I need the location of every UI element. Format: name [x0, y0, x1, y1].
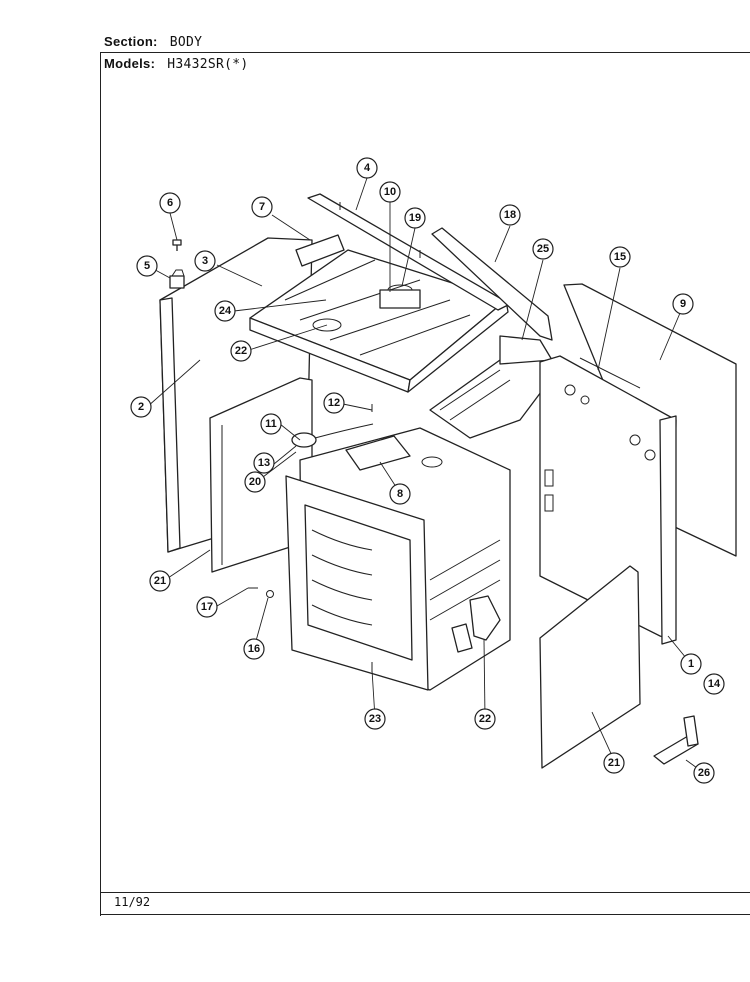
models-label: Models: [104, 56, 156, 71]
callout-2: 2 [130, 396, 152, 418]
vent-duct-part [429, 335, 553, 439]
callout-14: 14 [703, 673, 725, 695]
callout-6: 6 [159, 192, 181, 214]
upper-right-trim-part [431, 227, 553, 341]
oven-cavity-part [285, 427, 511, 691]
bottom-divider [100, 914, 750, 915]
section-value: BODY [169, 35, 203, 50]
callout-7: 7 [251, 196, 273, 218]
callout-24: 23 [364, 708, 386, 730]
diagram-frame [100, 52, 750, 916]
svg-text:22: 22 [479, 713, 491, 725]
callout-11: 11 [260, 413, 282, 435]
svg-text:5: 5 [144, 260, 150, 272]
svg-text:20: 20 [249, 476, 261, 488]
svg-text:19: 19 [409, 212, 421, 224]
callout-25: 24 [214, 300, 236, 322]
rear-panel-part [539, 355, 677, 645]
footer-divider [100, 892, 750, 893]
hinge-part [451, 595, 501, 653]
clip-part [169, 269, 185, 289]
svg-text:1: 1 [688, 658, 694, 670]
callout-23: 22 [474, 708, 496, 730]
svg-text:23: 23 [369, 713, 381, 725]
svg-text:18: 18 [504, 209, 516, 221]
svg-text:3: 3 [202, 255, 208, 267]
svg-text:15: 15 [614, 251, 626, 263]
svg-text:12: 12 [328, 397, 340, 409]
svg-text:8: 8 [397, 488, 403, 500]
models-header: Models: H3432SR(*) [104, 56, 249, 72]
svg-text:13: 13 [258, 457, 270, 469]
callout-8: 8 [389, 483, 411, 505]
svg-text:25: 25 [537, 243, 549, 255]
callout-5: 5 [136, 255, 158, 277]
svg-text:9: 9 [680, 298, 686, 310]
callout-18: 18 [499, 204, 521, 226]
svg-text:21: 21 [608, 757, 620, 769]
top-burner-box-part [249, 234, 509, 393]
svg-text:6: 6 [167, 197, 173, 209]
callout-27: 26 [693, 762, 715, 784]
screw-part [172, 239, 182, 251]
callout-15: 15 [609, 246, 631, 268]
svg-text:21: 21 [154, 575, 166, 587]
svg-text:11: 11 [265, 418, 277, 430]
svg-text:4: 4 [364, 162, 371, 174]
callout-26: 25 [532, 238, 554, 260]
callout-3: 3 [194, 250, 216, 272]
footer-date: 11/92 [114, 895, 151, 909]
svg-text:10: 10 [384, 186, 396, 198]
svg-text:16: 16 [248, 643, 260, 655]
anti-tip-bracket-part [653, 715, 699, 765]
callout-10: 10 [379, 181, 401, 203]
callout-22: 22 [230, 340, 252, 362]
callout-21-left: 21 [149, 570, 171, 592]
callout-12: 12 [323, 392, 345, 414]
callout-20: 20 [244, 471, 266, 493]
svg-text:22: 22 [235, 345, 247, 357]
callout-4: 4 [356, 157, 378, 179]
leader-lines [146, 177, 705, 774]
callout-17: 17 [196, 596, 218, 618]
callout-13: 13 [253, 452, 275, 474]
svg-text:2: 2 [138, 401, 144, 413]
svg-text:26: 26 [698, 767, 710, 779]
svg-text:14: 14 [708, 678, 721, 690]
callout-21-right: 21 [603, 752, 625, 774]
section-label: Section: [104, 34, 158, 49]
callout-16: 16 [243, 638, 265, 660]
svg-text:7: 7 [259, 201, 265, 213]
svg-text:17: 17 [201, 601, 213, 613]
lower-right-panel-part [539, 565, 641, 769]
models-value: H3432SR(*) [167, 57, 249, 72]
svg-text:24: 24 [219, 305, 232, 317]
callout-19: 19 [404, 207, 426, 229]
thermostat-bracket-part [291, 423, 411, 471]
callout-1: 1 [680, 653, 702, 675]
section-header: Section: BODY [104, 34, 202, 50]
callout-9: 9 [672, 293, 694, 315]
